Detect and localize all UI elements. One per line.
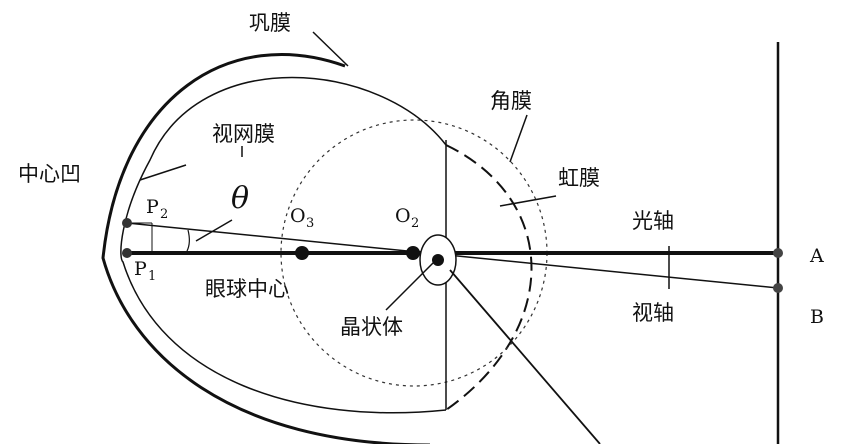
label-o3: O 3 xyxy=(290,205,314,231)
lens-pointer-line xyxy=(449,269,601,444)
fovea-leader xyxy=(139,164,187,181)
label-o2-main: O xyxy=(395,205,411,227)
label-p2: P 2 xyxy=(146,196,168,222)
label-o2-sub: 2 xyxy=(411,216,419,231)
label-lens: 晶状体 xyxy=(340,315,403,339)
label-o3-sub: 3 xyxy=(306,216,314,231)
point-o2 xyxy=(406,246,420,260)
point-lens-center xyxy=(432,254,444,266)
retina-outline xyxy=(120,76,447,414)
label-p2-sub: 2 xyxy=(160,207,168,222)
cornea-outline xyxy=(445,144,533,411)
lens-label-leader xyxy=(385,262,434,311)
label-p1-main: P xyxy=(134,258,147,280)
label-optic-axis: 光轴 xyxy=(632,209,674,233)
label-sclera: 巩膜 xyxy=(249,11,291,35)
label-p1-sub: 1 xyxy=(148,269,156,284)
sclera-leader xyxy=(312,31,349,67)
theta-pointer xyxy=(195,219,233,242)
label-p1: P 1 xyxy=(134,258,156,284)
label-a: A xyxy=(809,245,824,267)
label-theta: θ xyxy=(231,181,249,216)
label-b: B xyxy=(810,306,824,328)
cornea-leader xyxy=(509,114,528,163)
theta-arc xyxy=(186,229,190,252)
label-visual-axis: 视轴 xyxy=(632,301,674,325)
label-eyeball-center: 眼球中心 xyxy=(205,277,289,301)
point-b xyxy=(773,283,783,293)
sclera-outline xyxy=(101,53,431,444)
label-retina: 视网膜 xyxy=(212,122,275,146)
label-fovea: 中心凹 xyxy=(18,162,81,186)
point-p1 xyxy=(122,248,132,258)
label-o3-main: O xyxy=(290,205,306,227)
iris-leader xyxy=(499,195,557,207)
point-p2 xyxy=(122,218,132,228)
point-a xyxy=(773,248,783,258)
point-o3 xyxy=(295,246,309,260)
label-cornea: 角膜 xyxy=(490,89,532,113)
label-iris: 虹膜 xyxy=(558,166,600,190)
label-o2: O 2 xyxy=(395,205,419,231)
label-p2-main: P xyxy=(146,196,159,218)
